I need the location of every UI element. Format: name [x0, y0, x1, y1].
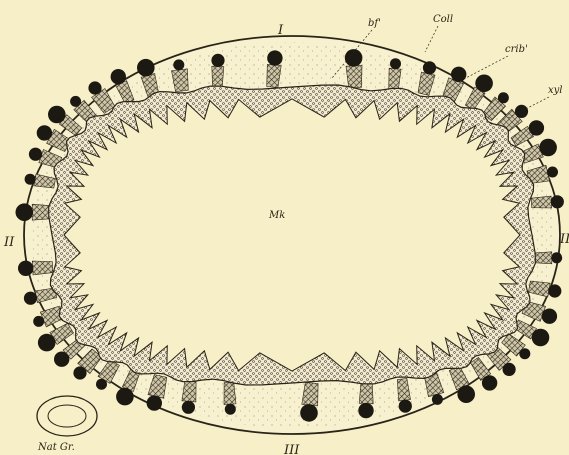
fibre-bundle	[451, 67, 466, 82]
fibre-bundle	[457, 385, 475, 403]
fibre-bundle	[33, 316, 44, 327]
label-coll: Coll	[433, 14, 453, 25]
phloem-strand	[32, 261, 53, 275]
fibre-bundle	[519, 348, 530, 359]
fibre-bundle	[475, 75, 493, 93]
fibre-bundle	[173, 59, 184, 70]
fibre-bundle	[25, 174, 36, 185]
label-mk: Mk	[268, 210, 285, 221]
fibre-bundle	[551, 252, 562, 263]
fibre-bundle	[358, 403, 373, 418]
fibre-bundle	[498, 92, 509, 103]
label-bf: bf'	[368, 18, 381, 29]
fibre-bundle	[37, 125, 52, 140]
fibre-bundle	[548, 284, 561, 297]
pith-region	[64, 99, 520, 371]
fibre-bundle	[547, 167, 558, 178]
fibre-bundle	[503, 363, 516, 376]
fibre-bundle	[423, 61, 436, 74]
fibre-bundle	[211, 54, 224, 67]
fibre-bundle	[137, 59, 155, 77]
fibre-bundle	[267, 50, 282, 65]
phloem-strand	[359, 382, 373, 404]
fibre-bundle	[147, 395, 162, 410]
phloem-strand	[212, 66, 224, 88]
fibre-bundle	[24, 292, 37, 305]
phloem-strand	[531, 196, 551, 208]
natural-size-inner	[48, 405, 86, 427]
fibre-bundle	[432, 394, 443, 405]
label-II-left: II	[3, 235, 15, 250]
fibre-bundle	[15, 203, 33, 221]
fibre-bundle	[18, 261, 33, 276]
label-I: I	[277, 23, 284, 38]
fibre-bundle	[532, 329, 550, 347]
phloem-strand	[346, 65, 362, 88]
fibre-bundle	[111, 69, 126, 84]
fibre-bundle	[54, 352, 69, 367]
fibre-bundle	[225, 404, 236, 415]
fibre-bundle	[96, 379, 107, 390]
fibre-bundle	[551, 195, 564, 208]
fibre-bundle	[29, 148, 42, 161]
fibre-bundle	[482, 375, 497, 390]
label-crib: crib'	[505, 44, 528, 55]
fibre-bundle	[48, 106, 66, 124]
fibre-bundle	[539, 139, 557, 157]
label-xyl: xyl	[548, 85, 563, 96]
fibre-bundle	[88, 81, 101, 94]
label-III: III	[283, 443, 300, 455]
natural-size-outer	[37, 396, 97, 436]
label-II-right: II	[559, 232, 569, 247]
leader-coll	[425, 26, 438, 52]
fibre-bundle	[390, 58, 401, 69]
fibre-bundle	[529, 120, 544, 135]
fibre-bundle	[116, 388, 134, 406]
fibre-bundle	[399, 400, 412, 413]
fibre-bundle	[515, 105, 528, 118]
phloem-strand	[224, 382, 236, 404]
fibre-bundle	[182, 401, 195, 414]
fibre-bundle	[70, 96, 81, 107]
fibre-bundle	[300, 404, 318, 422]
label-nat-gr: Nat Gr.	[37, 442, 75, 453]
fibre-bundle	[73, 366, 86, 379]
fibre-bundle	[38, 334, 56, 352]
fibre-bundle	[542, 309, 557, 324]
